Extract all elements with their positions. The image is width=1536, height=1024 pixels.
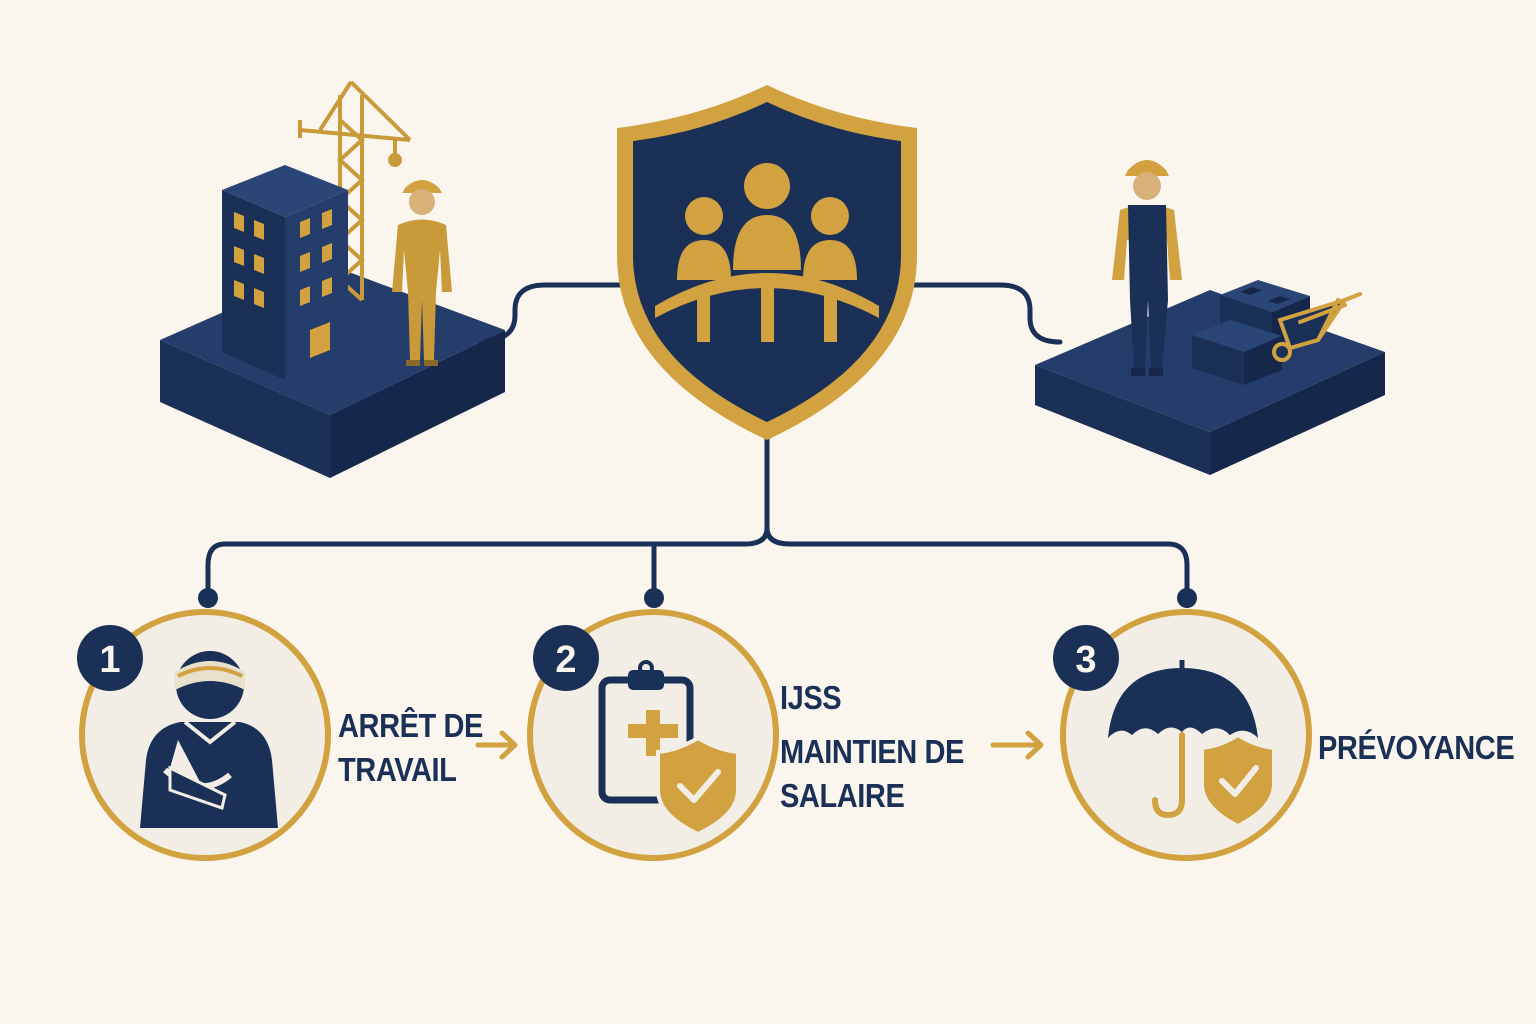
injured-person-icon bbox=[140, 651, 278, 828]
step-number: 3 bbox=[1075, 639, 1096, 681]
connector-right-scene bbox=[907, 282, 1063, 345]
step-number: 1 bbox=[99, 639, 120, 681]
platform-left-side bbox=[1035, 365, 1210, 475]
connector-nodes bbox=[198, 588, 1197, 608]
step-3-label: PRÉVOYANCE bbox=[1318, 726, 1515, 770]
step-1-label: ARRÊT DE TRAVAIL bbox=[338, 704, 483, 792]
step-badge bbox=[533, 625, 599, 691]
worker-site-scene bbox=[1035, 160, 1385, 475]
platform-left-side bbox=[160, 340, 330, 478]
worker-overalls-icon bbox=[1112, 160, 1182, 376]
connector-branch-bar-right bbox=[764, 525, 1190, 598]
connector-lines bbox=[205, 282, 1190, 598]
construction-worker-icon bbox=[392, 180, 452, 366]
step-badge bbox=[1053, 625, 1119, 691]
label-line: IJSS bbox=[780, 679, 842, 716]
platform-right-side bbox=[330, 330, 505, 478]
step-3: 3 bbox=[1053, 609, 1312, 861]
wheelbarrow-icon bbox=[1272, 292, 1362, 362]
bridge-arch-icon bbox=[655, 273, 879, 342]
step-1: 1 bbox=[77, 609, 331, 861]
label-line: SALAIRE bbox=[780, 777, 905, 814]
step-2-label: IJSS MAINTIEN DE SALAIRE bbox=[780, 676, 964, 818]
label-line: PRÉVOYANCE bbox=[1318, 729, 1515, 766]
people-icon bbox=[677, 163, 857, 280]
umbrella-shield-icon bbox=[1108, 660, 1276, 829]
label-line: TRAVAIL bbox=[338, 751, 457, 788]
platform-right-side bbox=[1210, 352, 1385, 475]
connector-branch-bar bbox=[205, 525, 770, 598]
flow-arrows bbox=[475, 730, 1044, 760]
arrow-right-icon bbox=[475, 730, 518, 760]
shield-group-icon bbox=[617, 85, 917, 440]
step-badge bbox=[77, 625, 143, 691]
step-2: 2 bbox=[527, 609, 779, 861]
connector-node-2 bbox=[644, 588, 664, 608]
connector-node-1 bbox=[198, 588, 218, 608]
label-line: ARRÊT DE bbox=[338, 707, 483, 744]
arrow-right-icon bbox=[990, 730, 1044, 760]
step-number: 2 bbox=[555, 639, 576, 681]
medical-clipboard-shield-icon bbox=[598, 660, 740, 837]
connector-node-3 bbox=[1177, 588, 1197, 608]
label-line: MAINTIEN DE bbox=[780, 733, 964, 770]
building-icon bbox=[222, 165, 348, 380]
building-site-scene bbox=[160, 80, 505, 478]
